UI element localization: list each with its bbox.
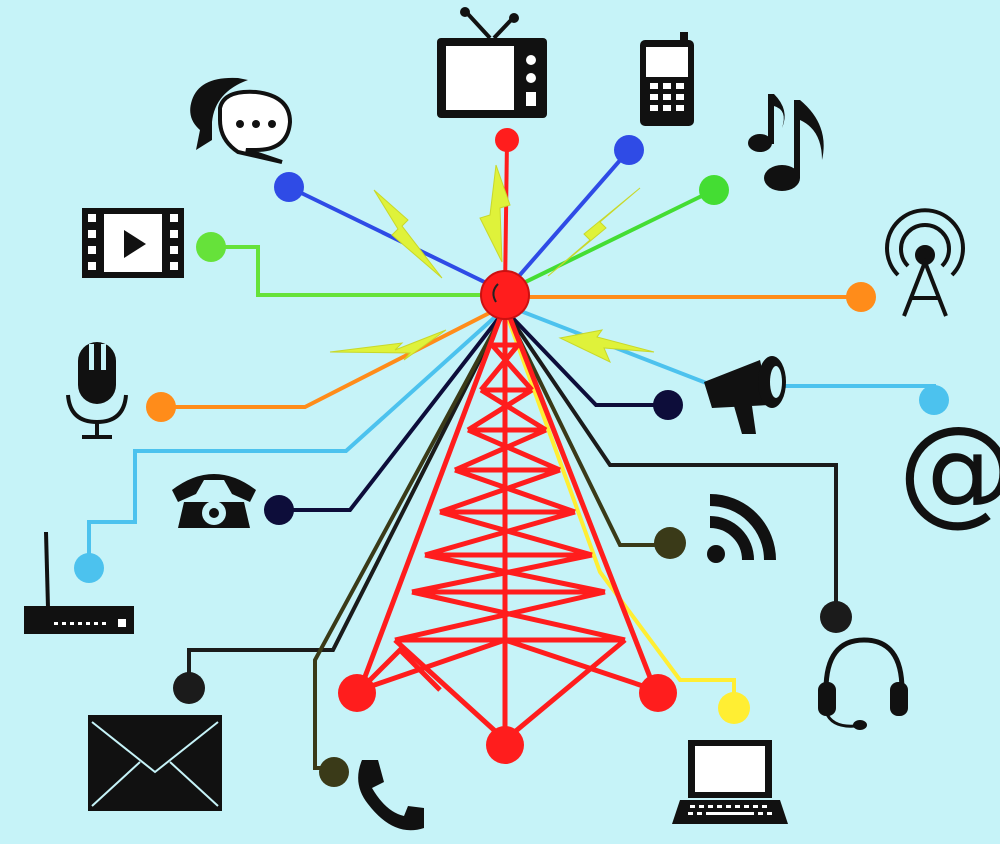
- line-green-video: [211, 245, 505, 297]
- bolt-left-up: [373, 189, 443, 279]
- microphone-icon: [66, 342, 128, 439]
- video-icon: [82, 208, 184, 278]
- chat-bubbles-icon: [190, 77, 293, 164]
- line-yellow-laptop: [503, 309, 736, 708]
- headset-icon: [818, 637, 908, 730]
- line-blue-phone: [503, 148, 631, 294]
- line-lightblue-router: [87, 306, 507, 568]
- envelope-icon: [88, 715, 222, 811]
- line-navy-megaphone: [503, 308, 668, 407]
- rss-feed-icon: [707, 494, 776, 563]
- tv-icon: [437, 7, 547, 118]
- line-olive-rss: [503, 309, 670, 547]
- megaphone-icon: [704, 356, 786, 434]
- tower-foot-left: [338, 674, 376, 712]
- rotary-phone-icon: [172, 474, 256, 528]
- radio-tower: [357, 304, 658, 744]
- line-orange-mic: [161, 303, 506, 409]
- mobile-phone-icon: [640, 32, 694, 126]
- tower-hub: [480, 270, 530, 320]
- bolt-left-mid: [329, 329, 447, 361]
- tower-foot-right: [639, 674, 677, 712]
- bolt-top: [479, 164, 511, 263]
- svg-text:@: @: [898, 400, 1000, 538]
- endpoint-dots: [74, 128, 949, 787]
- bolt-right-mid: [558, 329, 655, 364]
- tower-foot-center: [486, 726, 524, 764]
- line-black-envelope: [187, 309, 507, 688]
- line-green-music: [504, 188, 715, 294]
- line-red-tv: [503, 139, 509, 293]
- music-notes-icon: [748, 94, 824, 191]
- line-navy-rotary: [279, 308, 507, 512]
- line-dark-headset: [503, 308, 838, 615]
- router-icon: [24, 531, 134, 634]
- handset-icon: [358, 760, 424, 831]
- laptop-icon: [672, 740, 788, 824]
- at-sign-icon: @: [898, 400, 1000, 538]
- broadcast-antenna-icon: [885, 208, 965, 317]
- bolt-right-up: [547, 187, 641, 277]
- signal-bolts: [329, 164, 655, 364]
